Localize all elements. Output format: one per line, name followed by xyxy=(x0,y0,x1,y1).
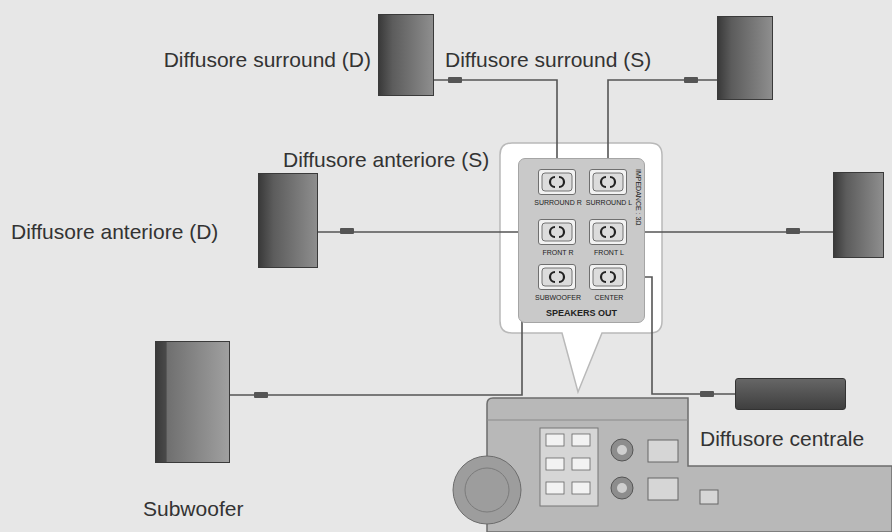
speaker-jack: FRONT R xyxy=(538,219,576,245)
callout-bubble xyxy=(500,143,662,392)
speaker-label: Diffusore anteriore (S) xyxy=(281,148,491,172)
front-speaker: Diffusore anteriore (S) xyxy=(833,172,884,258)
jack-label: SUBWOOFER xyxy=(529,294,587,301)
speaker-jack: SUBWOOFER xyxy=(538,264,576,290)
jack-label: FRONT L xyxy=(580,249,638,256)
surround-speaker: Diffusore surround (S) xyxy=(717,16,773,100)
jack-socket xyxy=(539,265,577,291)
subwoofer-speaker: Subwoofer xyxy=(155,341,230,463)
jack-label: CENTER xyxy=(580,294,638,301)
front-speaker: Diffusore anteriore (D) xyxy=(258,173,318,268)
jack-socket xyxy=(590,220,628,246)
speaker-label: Diffusore centrale xyxy=(698,427,866,451)
speaker-label: Diffusore anteriore (D) xyxy=(9,220,220,244)
jack-socket xyxy=(590,170,628,196)
impedance-label: IMPEDANCE : 3Ω xyxy=(635,169,642,226)
speaker-cable xyxy=(230,277,538,395)
main-unit xyxy=(453,398,892,532)
speaker-label: Diffusore surround (D) xyxy=(162,48,373,72)
speaker-label: Diffusore surround (S) xyxy=(443,48,653,72)
speaker-cable xyxy=(318,231,538,233)
speaker-jack: CENTER xyxy=(589,264,627,290)
jack-socket xyxy=(539,170,577,196)
jack-label: SURROUND L xyxy=(580,199,638,206)
jack-label: SURROUND R xyxy=(529,199,587,206)
jack-socket xyxy=(590,265,628,291)
jack-socket xyxy=(539,220,577,246)
speaker-cable xyxy=(608,80,717,169)
speaker-plug xyxy=(254,77,800,398)
speaker-jack: SURROUND R xyxy=(538,169,576,195)
jack-label: FRONT R xyxy=(529,249,587,256)
speakers-out-panel: SURROUND RSURROUND LFRONT RFRONT LSUBWOO… xyxy=(518,158,645,323)
speaker-cable xyxy=(627,231,833,233)
speaker-jack: FRONT L xyxy=(589,219,627,245)
speaker-jack: SURROUND L xyxy=(589,169,627,195)
center-speaker: Diffusore centrale xyxy=(735,378,846,410)
speaker-label: Subwoofer xyxy=(141,497,245,521)
panel-title: SPEAKERS OUT xyxy=(519,309,644,318)
surround-speaker: Diffusore surround (D) xyxy=(378,14,434,96)
